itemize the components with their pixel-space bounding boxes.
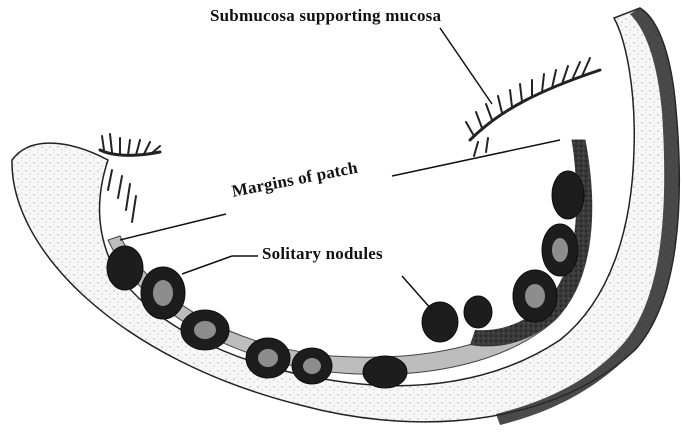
label-submucosa: Submucosa supporting mucosa [210,6,441,26]
nodule [552,171,584,219]
nodule [107,246,143,290]
label-solitary-nodules: Solitary nodules [262,244,383,264]
nodule [464,296,492,328]
villi-left [100,134,160,222]
leader-margins-left [120,214,226,240]
leader-submucosa [440,28,492,104]
nodule [422,302,458,342]
leader-nodules-left2 [182,256,232,274]
nodule [363,356,407,388]
leader-nodules-right [402,276,432,310]
